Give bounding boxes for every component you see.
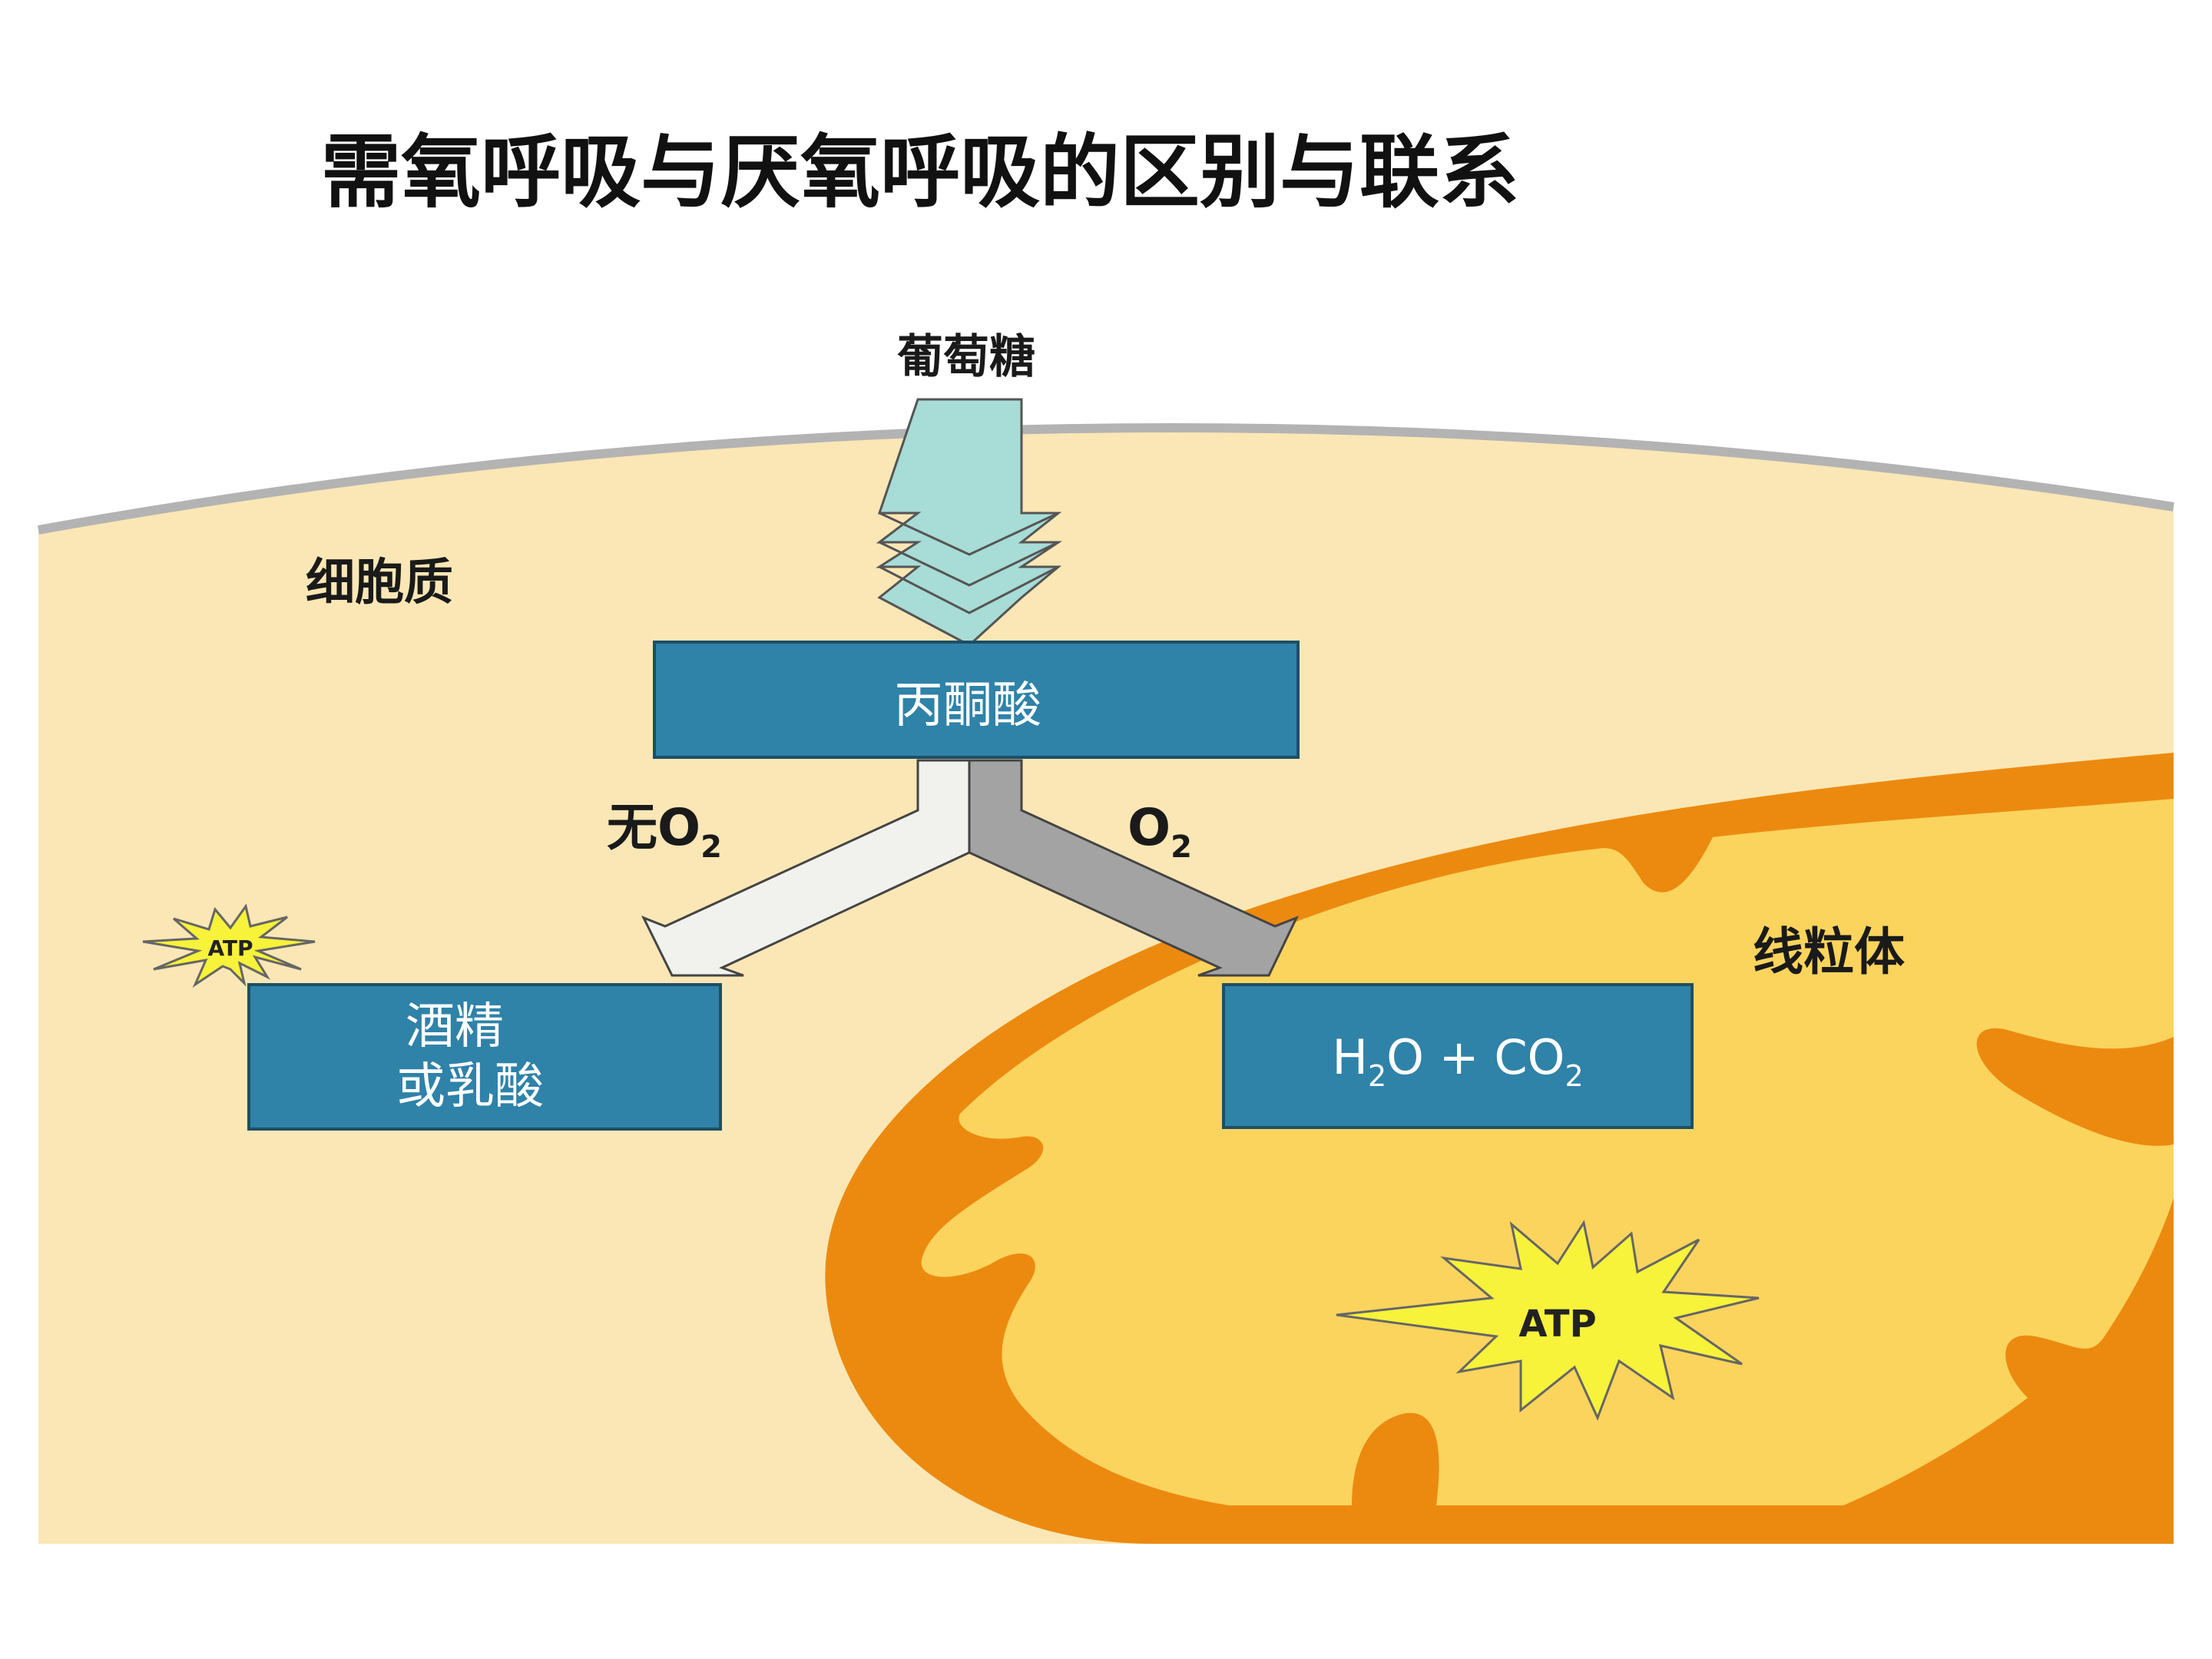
aerobic-co2-subscript: 2: [1565, 1059, 1583, 1093]
cytoplasm-label: 细胞质: [306, 555, 453, 611]
aerobic-product-label: H2O + CO2: [1332, 1029, 1583, 1093]
glucose-arrow-chevrons: [879, 512, 1059, 614]
atp-large-label: ATP: [1518, 1303, 1596, 1346]
aerobic-product-box: [1222, 983, 1694, 1129]
aerobic-rest-text: O + CO: [1386, 1029, 1565, 1085]
anaerobic-product-box: [247, 983, 722, 1131]
no-oxygen-label: 无O2: [607, 798, 722, 865]
oxygen-label: O2: [1128, 798, 1192, 865]
mitochondria-label: 线粒体: [1753, 922, 1905, 982]
atp-star-small: ATP: [142, 903, 316, 988]
aerobic-arrow: [968, 759, 1300, 977]
anaerobic-product-line2: 或乳酸: [396, 1058, 544, 1115]
aerobic-h2-subscript: 2: [1368, 1059, 1386, 1093]
pyruvate-label: 丙酮酸: [894, 677, 1041, 734]
aerobic-h-text: H: [1332, 1029, 1368, 1085]
anaerobic-product-line1: 酒精: [406, 998, 504, 1055]
atp-star-small-shape: [142, 903, 316, 988]
page-title: 需氧呼吸与厌氧呼吸的区别与联系: [321, 125, 1519, 219]
atp-small-label: ATP: [207, 935, 253, 961]
pyruvate-box: [653, 641, 1300, 759]
cell-membrane: [37, 423, 2174, 535]
glucose-arrow: [875, 398, 1062, 647]
oxygen-text: O: [1128, 798, 1171, 857]
atp-star-large: ATP: [1336, 1220, 1760, 1421]
atp-star-large-shape: [1336, 1220, 1760, 1421]
glucose-label: 葡萄糖: [897, 330, 1035, 384]
oxygen-subscript: 2: [1171, 830, 1192, 865]
no-oxygen-subscript: 2: [700, 830, 722, 865]
no-oxygen-text: 无O: [607, 798, 700, 857]
